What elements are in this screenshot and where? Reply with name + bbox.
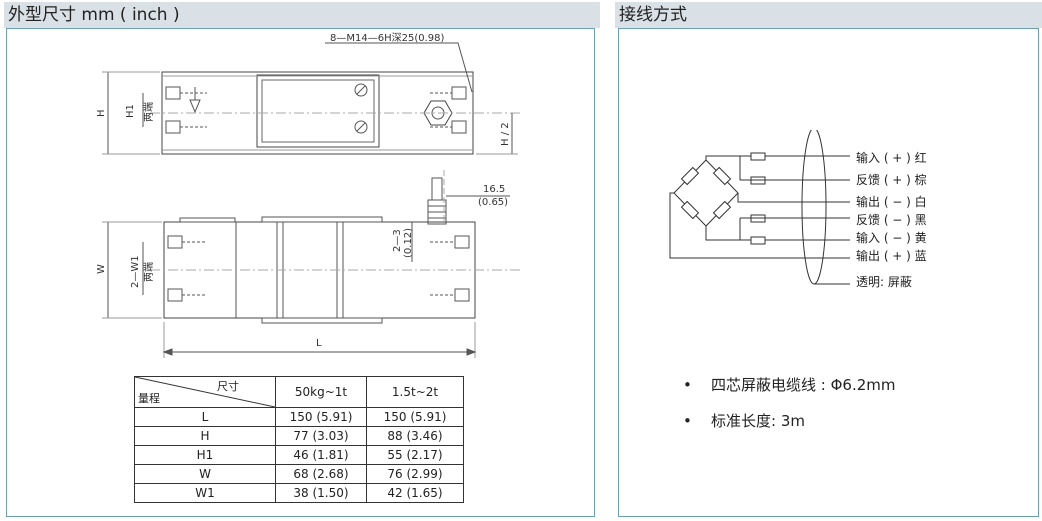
table-row: H1 46 (1.81) 55 (2.17): [134, 445, 464, 465]
wire-label: 反馈 ( + ) 棕: [856, 173, 927, 187]
cell-value: 68 (2.68): [275, 464, 367, 484]
dim-W-label: W: [96, 264, 107, 274]
table-corner-cell: 尺寸 量程: [134, 376, 276, 408]
two-ends-label: 两端: [142, 102, 155, 122]
wiring-panel: [618, 28, 1039, 517]
cell-value: 38 (1.50): [275, 483, 367, 503]
cell-value: 88 (3.46): [366, 426, 464, 446]
cell-value: 46 (1.81): [275, 445, 367, 465]
dim-2-W1-label: 2—W1: [130, 255, 141, 288]
spec-table: 尺寸 量程 50kg~1t 1.5t~2t L 150 (5.91) 150 (…: [134, 376, 464, 503]
row-label: L: [134, 407, 276, 427]
dim-H-label: H: [96, 109, 107, 117]
plan-view: [102, 170, 520, 358]
cell-value: 77 (3.03): [275, 426, 367, 446]
dimensions-panel-title: 外型尺寸 mm ( inch ): [4, 2, 600, 28]
dim-16-5-label: 16.5: [483, 184, 505, 195]
row-label: W: [134, 464, 276, 484]
row-label: H: [134, 426, 276, 446]
table-row: H 77 (3.03) 88 (3.46): [134, 426, 464, 446]
cell-value: 76 (2.99): [366, 464, 464, 484]
column-header: 1.5t~2t: [366, 376, 464, 408]
table-row: L 150 (5.91) 150 (5.91): [134, 407, 464, 427]
load-cell-drawing: 8—M14—6H深25(0.98) H H1 两端 H / 2: [96, 32, 520, 358]
wiring-diagram: [669, 130, 850, 285]
note-length: • 标准长度: 3m: [683, 410, 805, 431]
wire-label: 输出 ( + ) 蓝: [856, 249, 927, 263]
dim-0-65-label: (0.65): [478, 197, 508, 208]
side-view: [102, 42, 520, 155]
corner-bottom-label: 量程: [138, 392, 160, 405]
bullet-icon: •: [683, 376, 692, 394]
wire-label: 反馈 ( − ) 黑: [856, 213, 927, 227]
note-cable: • 四芯屏蔽电缆线 : Φ6.2mm: [683, 374, 895, 395]
wire-label: 输入 ( + ) 红: [856, 151, 927, 165]
table-row: W1 38 (1.50) 42 (1.65): [134, 483, 464, 503]
column-header: 50kg~1t: [275, 376, 367, 408]
row-label: H1: [134, 445, 276, 465]
dim-H-half-label: H / 2: [500, 122, 511, 146]
wire-label: 输入 ( − ) 黄: [856, 231, 927, 245]
cell-value: 42 (1.65): [366, 483, 464, 503]
note-length-text: 标准长度: 3m: [711, 412, 805, 430]
note-cable-text: 四芯屏蔽电缆线 : Φ6.2mm: [711, 376, 896, 394]
two-ends-label-2: 两端: [142, 262, 155, 282]
wiring-title-text: 接线方式: [619, 5, 687, 25]
wiring-panel-title: 接线方式: [615, 2, 1042, 28]
cell-value: 150 (5.91): [366, 407, 464, 427]
row-label: W1: [134, 483, 276, 503]
dim-0-12-label: (0.12): [403, 228, 414, 258]
bullet-icon: •: [683, 412, 692, 430]
dim-H1-label: H1: [125, 104, 136, 118]
dimensions-title-text: 外型尺寸 mm ( inch ): [8, 5, 180, 25]
cell-value: 150 (5.91): [275, 407, 367, 427]
corner-top-label: 尺寸: [217, 380, 239, 393]
dim-L-label: L: [316, 338, 322, 349]
wire-label: 透明: 屏蔽: [856, 275, 912, 289]
table-row: W 68 (2.68) 76 (2.99): [134, 464, 464, 484]
dim-2-3-label: 2—3: [392, 229, 403, 252]
wire-label: 输出 ( − ) 白: [856, 195, 927, 209]
cell-value: 55 (2.17): [366, 445, 464, 465]
thread-label: 8—M14—6H深25(0.98): [330, 32, 444, 44]
